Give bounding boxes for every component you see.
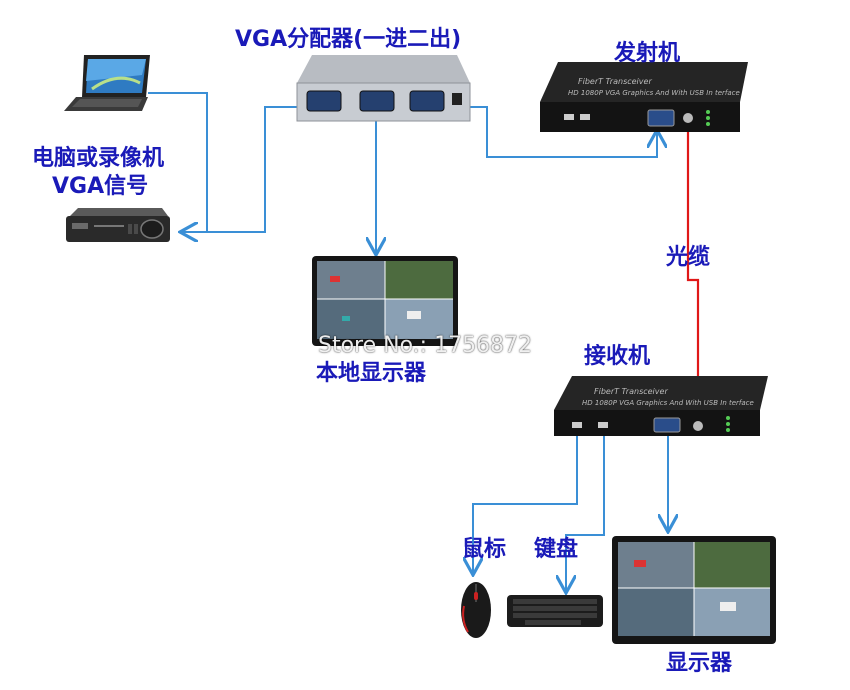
fiber-label: 光缆 [666, 245, 711, 270]
source-label-line1: 电脑或录像机 [32, 146, 165, 171]
receiver-to-keyboard-cable [566, 432, 605, 591]
splitter-to-transmitter-cable [460, 106, 657, 158]
splitter-label: VGA分配器(一进二出) [235, 27, 462, 52]
splitter-input-cable [207, 106, 318, 233]
local-display-monitor [312, 256, 458, 346]
receiver-to-mouse-cable [473, 432, 578, 573]
transmitter-device: FiberT Transceiver HD 1080P VGA Graphics… [540, 62, 748, 132]
dvr-recorder-icon [66, 208, 170, 242]
transmitter-label: 发射机 [614, 41, 681, 66]
receiver-brand-text: FiberT Transceiver [594, 387, 668, 396]
keyboard-icon [507, 595, 603, 627]
mouse-icon [461, 582, 491, 638]
source-label-line2: VGA信号 [52, 174, 149, 199]
transmitter-model-text: HD 1080P VGA Graphics And With USB In te… [568, 89, 740, 97]
fiber-cable [686, 130, 698, 426]
laptop-to-splitter-cable [148, 92, 208, 232]
remote-display-label: 显示器 [666, 651, 733, 676]
mouse-label: 鼠标 [462, 537, 507, 562]
transmitter-brand-text: FiberT Transceiver [578, 77, 652, 86]
laptop-icon [64, 55, 150, 111]
vga-splitter [292, 55, 472, 125]
receiver-label: 接收机 [584, 344, 651, 369]
local-display-label: 本地显示器 [316, 361, 427, 386]
keyboard-label: 键盘 [534, 537, 579, 562]
receiver-model-text: HD 1080P VGA Graphics And With USB In te… [582, 399, 754, 407]
store-watermark: Store No.: 1756872 [318, 333, 533, 358]
receiver-device: FiberT Transceiver HD 1080P VGA Graphics… [554, 376, 768, 436]
remote-display-monitor [612, 536, 776, 644]
